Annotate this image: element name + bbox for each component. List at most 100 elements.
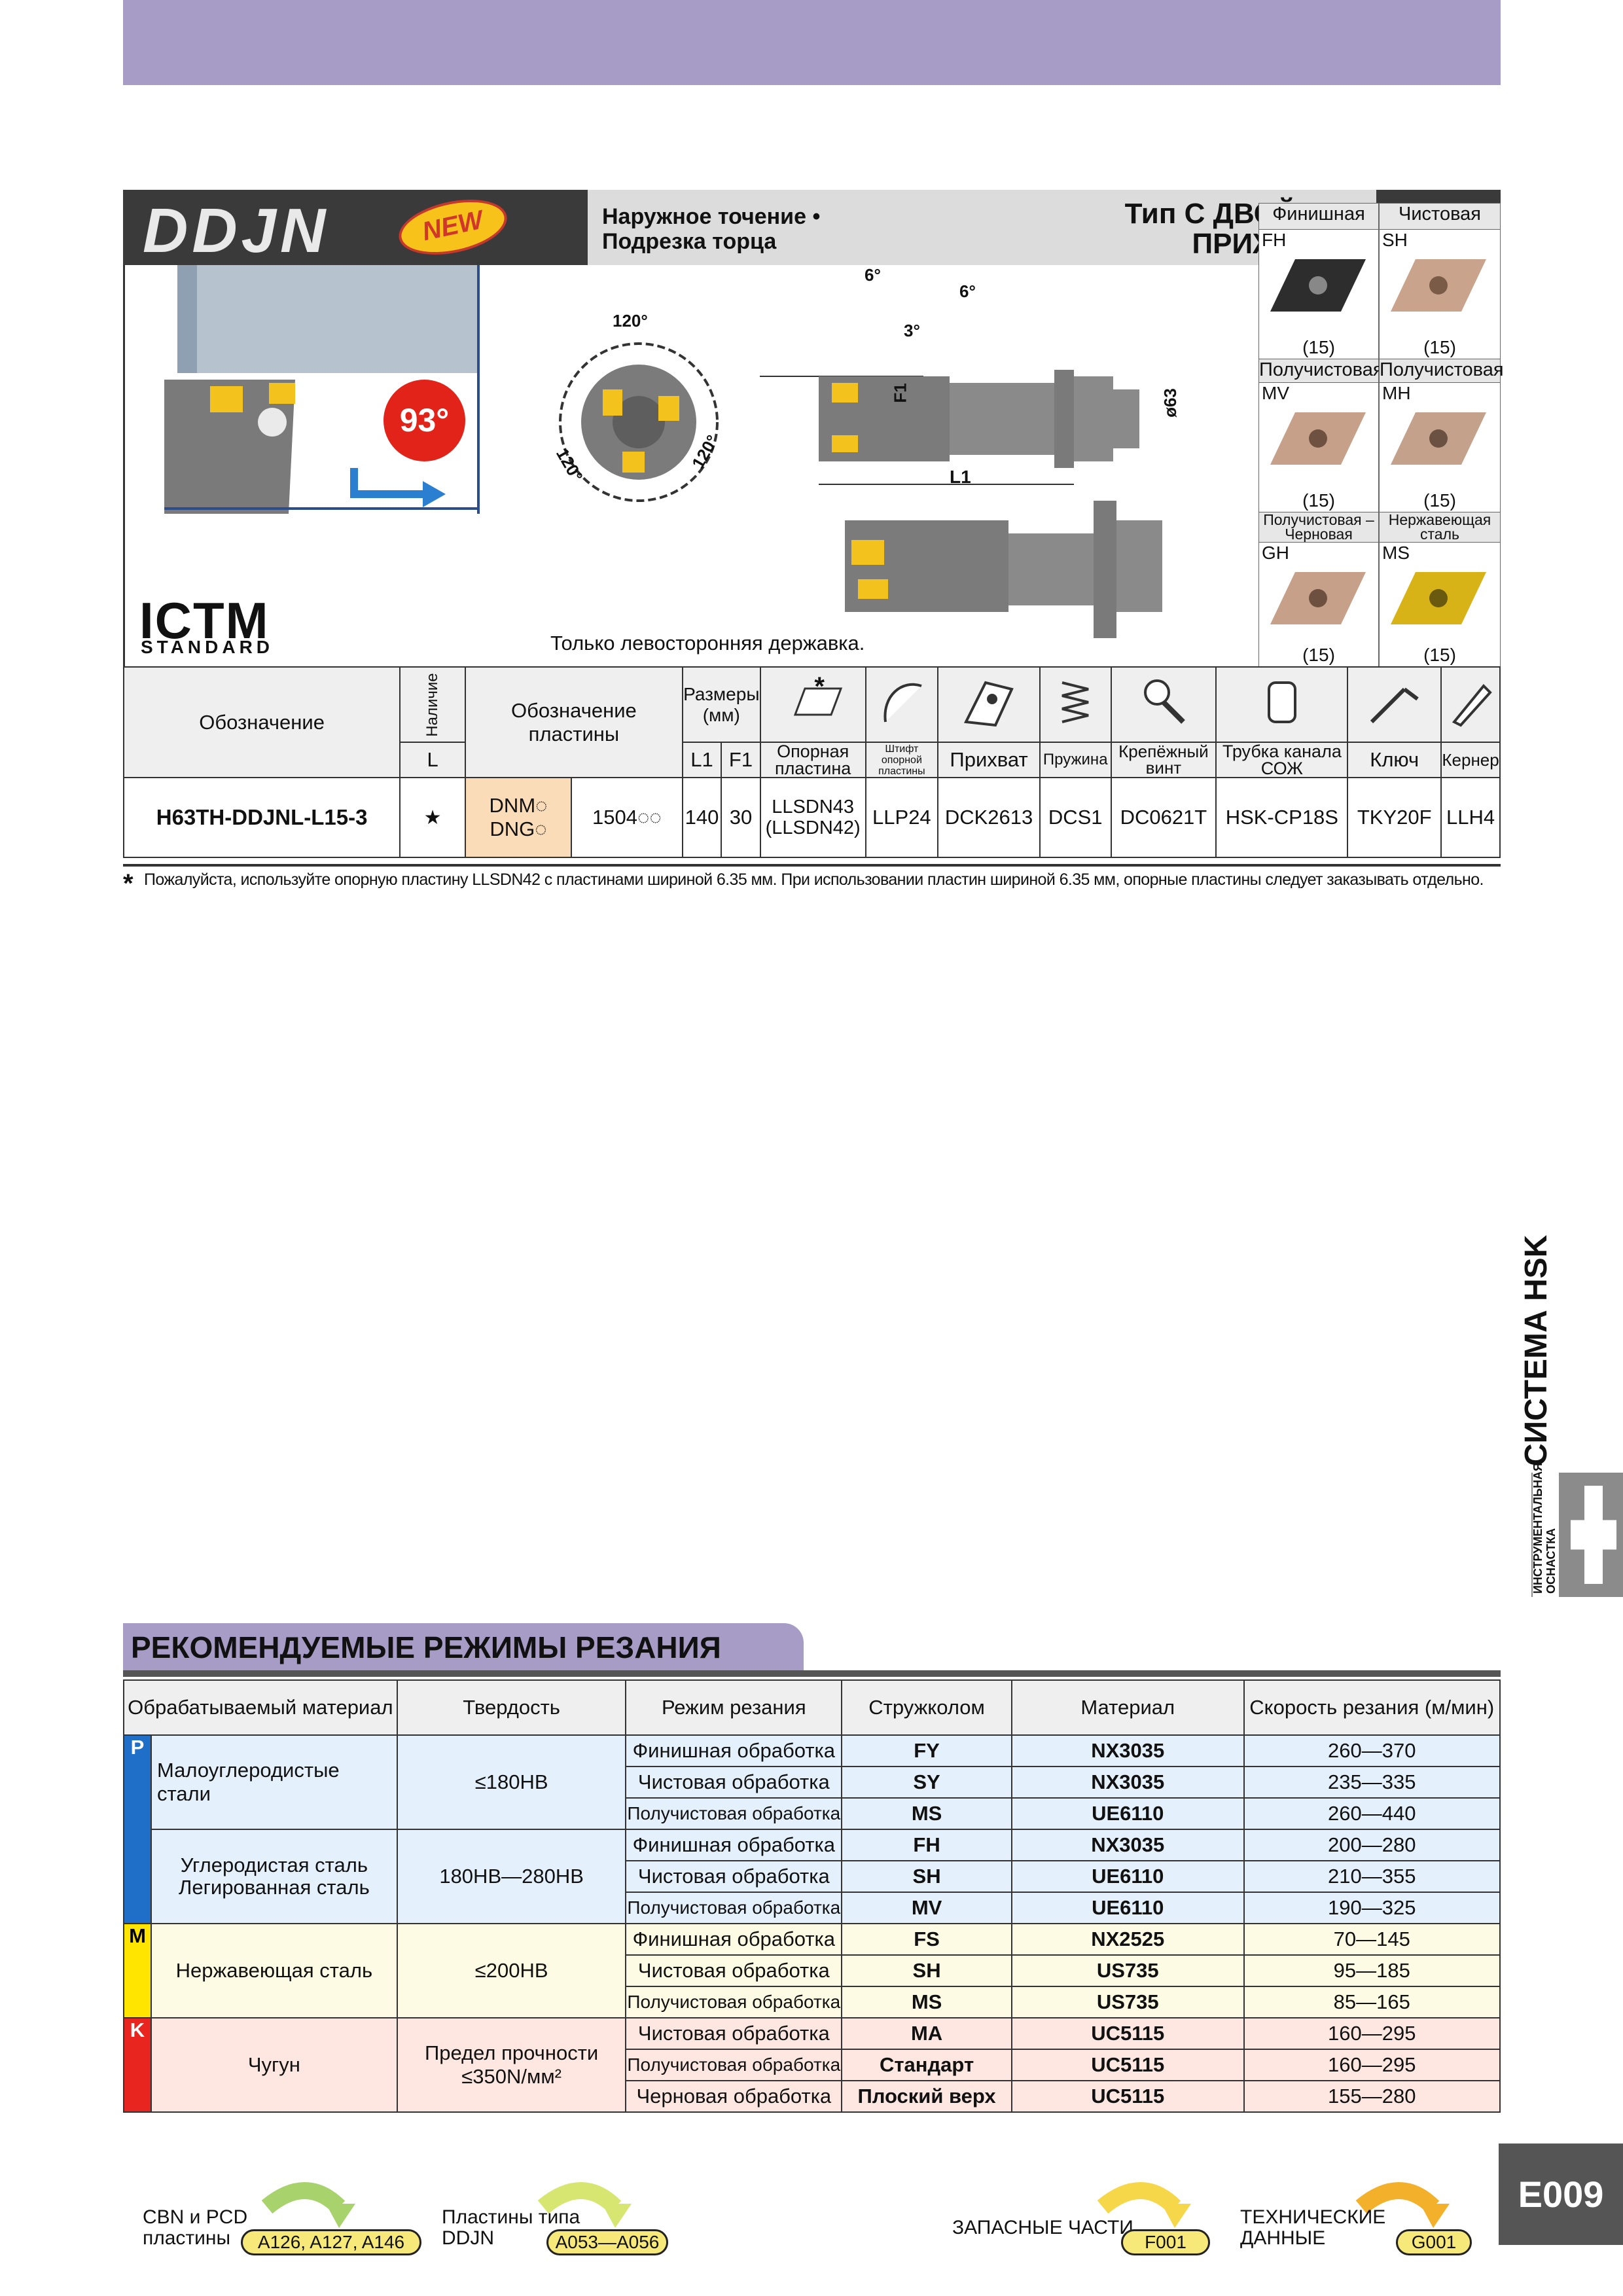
row-f1: 30 [721, 777, 761, 858]
speed: 95—185 [1243, 1954, 1501, 1987]
col-pin: Штифт опорной пластины [865, 742, 939, 778]
cut-mode: Чистовая обработка [625, 2017, 843, 2050]
grade: UE6110 [1010, 1797, 1245, 1830]
cut-col-breaker: Стружколом [841, 1679, 1012, 1736]
col-coolant: Трубка канала СОЖ [1215, 742, 1349, 778]
insert-cat-mh: Получистовая [1379, 359, 1504, 384]
insert-qty: (15) [1423, 490, 1456, 511]
screw-icon-cell [1110, 666, 1217, 743]
spring-icon-cell [1039, 666, 1112, 743]
insert-sh-icon [1391, 259, 1486, 312]
insert-card-sh[interactable]: SH (15) [1379, 229, 1501, 360]
insert-type-dng: DNG◌ [490, 817, 547, 840]
col-dims: Размеры (мм) [681, 666, 761, 743]
speed: 210—355 [1243, 1860, 1501, 1893]
cut-mode: Чистовая обработка [625, 1954, 843, 1987]
insert-gh-icon [1270, 572, 1366, 624]
insert-qty: (15) [1302, 645, 1335, 665]
cut-mode: Получистовая обработка [625, 1892, 843, 1924]
material-name: Малоуглеродистые стали [150, 1734, 398, 1830]
speed: 85—165 [1243, 1986, 1501, 2018]
row-insert: DNM◌ DNG◌ 1504◌◌ [465, 777, 683, 858]
group-tag-k: K [123, 2017, 152, 2113]
nav-arrow-icon [1355, 2182, 1450, 2228]
nav-spare-parts[interactable]: ЗАПАСНЫЕ ЧАСТИ F001 [952, 2182, 1214, 2259]
speed: 260—370 [1243, 1734, 1501, 1767]
insert-card-mv[interactable]: MV (15) [1258, 382, 1379, 513]
cut-mode: Получистовая обработка [625, 2049, 843, 2081]
nav-label: ЗАПАСНЫЕ ЧАСТИ [952, 2217, 1133, 2238]
angle-6b: 6° [959, 281, 976, 301]
insert-card-ms[interactable]: MS (15) [1379, 542, 1501, 668]
col-spring: Пружина [1039, 742, 1112, 778]
cut-mode: Черновая обработка [625, 2080, 843, 2113]
insert-qty: (15) [1423, 337, 1456, 357]
material-hardness: 180HB—280HB [396, 1829, 627, 1924]
cut-mode: Финишная обработка [625, 1923, 843, 1956]
subtitle-line2: Подрезка торца [602, 229, 777, 254]
speed: 260—440 [1243, 1797, 1501, 1830]
side-section-label: СИСТЕМА HSK [1518, 1230, 1558, 1466]
punch-icon-cell [1440, 666, 1501, 743]
front-view-drawing [559, 342, 719, 502]
insert-qty: (15) [1423, 645, 1456, 665]
angle-6a: 6° [865, 265, 881, 285]
ictm-logo: ICTM [139, 592, 270, 649]
grade: US735 [1010, 1986, 1245, 2018]
dim-f1: F1 [890, 383, 910, 403]
seat-icon-cell: * [759, 666, 866, 743]
col-clamp: Прихват [937, 742, 1041, 778]
chipbreaker: SH [841, 1954, 1012, 1987]
clamp-icon [963, 681, 1014, 726]
row-clamp: DCK2613 [937, 777, 1041, 858]
grade: NX2525 [1010, 1923, 1245, 1956]
insert-code: MH [1382, 383, 1411, 403]
insert-type-dnm: DNM◌ [489, 794, 548, 817]
col-stock-l: L [399, 742, 467, 778]
key-icon [1370, 687, 1419, 723]
chipbreaker: SH [841, 1860, 1012, 1893]
dim-l1: L1 [950, 467, 971, 487]
nav-ref-pill[interactable]: F001 [1121, 2229, 1210, 2255]
insert-cat-ms: Нержавеющая сталь [1379, 512, 1501, 543]
speed: 160—295 [1243, 2049, 1501, 2081]
insert-ms-icon [1391, 572, 1486, 624]
coolant-tube-icon [1267, 681, 1296, 723]
approach-angle-badge: 93° [383, 380, 465, 461]
insert-qty: (15) [1302, 337, 1335, 357]
grade: UC5115 [1010, 2080, 1245, 2113]
cut-col-grade: Материал [1010, 1679, 1245, 1736]
insert-card-fh[interactable]: FH (15) [1258, 229, 1379, 360]
row-l1: 140 [681, 777, 722, 858]
grade: UE6110 [1010, 1892, 1245, 1924]
spring-icon [1061, 681, 1089, 723]
col-f1: F1 [721, 742, 761, 778]
insert-card-mh[interactable]: MH (15) [1379, 382, 1501, 513]
plus-icon [1571, 1486, 1616, 1584]
cutting-title: РЕКОМЕНДУЕМЫЕ РЕЖИМЫ РЕЗАНИЯ [131, 1630, 721, 1664]
nav-ref-pill[interactable]: G001 [1396, 2229, 1472, 2255]
col-stock: Наличие [399, 666, 467, 743]
nav-cbn-pcd[interactable]: CBN и PCD пластины A126, A127, A146 [143, 2182, 421, 2259]
speed: 200—280 [1243, 1829, 1501, 1861]
row-spring: DCS1 [1039, 777, 1112, 858]
cutting-title-bar: РЕКОМЕНДУЕМЫЕ РЕЖИМЫ РЕЗАНИЯ [123, 1623, 804, 1670]
cut-mode: Финишная обработка [625, 1734, 843, 1767]
footnote: Пожалуйста, используйте опорную пластину… [144, 870, 1484, 889]
insert-card-gh[interactable]: GH (15) [1258, 542, 1379, 668]
nav-ref-pill[interactable]: A053—A056 [546, 2229, 668, 2255]
ictm-logo-sub: STANDARD [141, 637, 274, 657]
insert-code: GH [1262, 543, 1289, 563]
table-row[interactable]: H63TH-DDJNL-L15-3 ★ DNM◌ DNG◌ 1504◌◌ 140… [122, 777, 1501, 858]
chipbreaker: FY [841, 1734, 1012, 1767]
tooling-section-icon: ИНСТРУМЕНТАЛЬНАЯ ОСНАСТКА [1531, 1463, 1623, 1597]
nav-technical-data[interactable]: ТЕХНИЧЕСКИЕ ДАННЫЕ G001 [1240, 2182, 1476, 2259]
left-hand-note: Только левосторонняя державка. [550, 632, 865, 655]
insert-grid: Финишная Чистовая FH (15) SH (15) Получи… [1258, 203, 1504, 668]
nav-ref-pill[interactable]: A126, A127, A146 [241, 2229, 421, 2255]
nav-ddjn-inserts[interactable]: Пластины типа DDJN A053—A056 [442, 2182, 677, 2259]
angle-3: 3° [904, 321, 920, 340]
cut-col-speed: Скорость резания (м/мин) [1243, 1679, 1501, 1736]
clamp-icon-cell [937, 666, 1041, 743]
insert-mh-icon [1391, 412, 1486, 465]
